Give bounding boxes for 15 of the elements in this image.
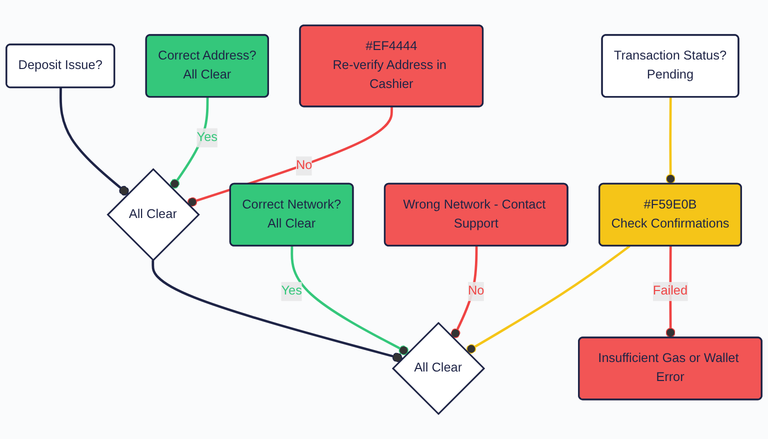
connector [170,97,209,189]
connector [450,246,478,338]
connector [466,244,630,354]
connector [290,246,409,356]
edge-label: No [468,284,484,298]
edge-label: Yes [281,284,302,298]
node-diamond: All Clear [392,322,486,415]
node-diamond: All Clear [106,168,200,262]
connector [186,106,393,207]
edge-label: Yes [196,130,218,144]
connector [152,260,403,362]
connector [666,97,676,184]
edge-label: No [296,158,312,172]
connector [59,88,129,196]
edge-label: Failed [652,284,688,298]
